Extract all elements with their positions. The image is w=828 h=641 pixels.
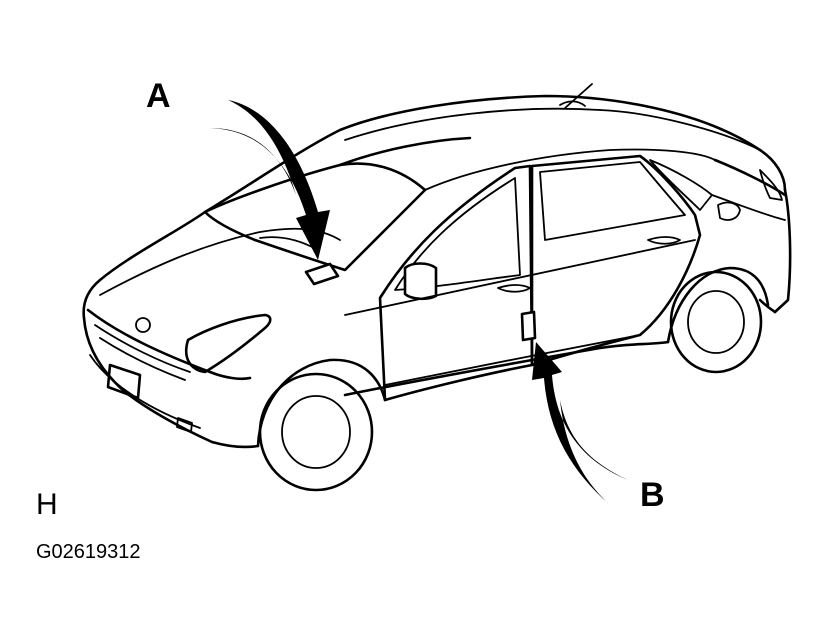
figure-code: G02619312 bbox=[36, 541, 141, 563]
callout-label-b: B bbox=[640, 476, 665, 514]
callout-label-a: A bbox=[146, 77, 171, 115]
car-body bbox=[82, 83, 792, 492]
callout-arrow-b bbox=[532, 342, 628, 505]
label-location-a bbox=[304, 262, 340, 286]
callout-arrow-a bbox=[210, 100, 330, 260]
label-location-b bbox=[520, 310, 537, 342]
corner-letter: H bbox=[36, 488, 58, 521]
